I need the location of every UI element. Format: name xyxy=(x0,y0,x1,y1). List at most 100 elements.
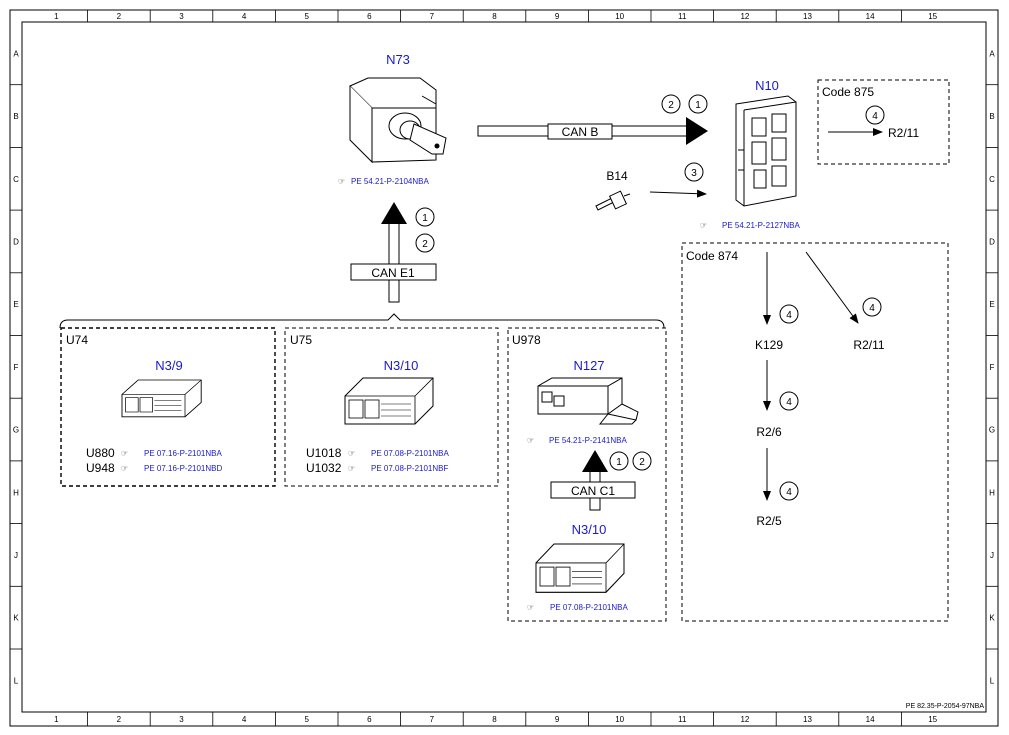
col-label-top: 11 xyxy=(678,12,687,21)
n3-10-u978-label: N3/10 xyxy=(572,522,607,537)
row-label-right: C xyxy=(989,175,995,184)
can-c1-label: CAN C1 xyxy=(571,484,615,498)
n73-ref[interactable]: PE 54.21-P-2104NBA xyxy=(351,177,429,186)
diagram-frame xyxy=(21,21,987,713)
b14-arrow xyxy=(649,189,707,198)
code-875-label: Code 875 xyxy=(822,85,874,99)
row-label-right: A xyxy=(989,49,995,58)
can-e1-line xyxy=(388,221,400,303)
step-4-circle-a xyxy=(779,304,799,324)
code-875-box xyxy=(817,79,950,165)
col-label-top: 10 xyxy=(615,12,624,21)
temperature-sensor-image xyxy=(595,190,631,211)
u1032-ref[interactable]: PE 07.08-P-2101NBF xyxy=(371,464,448,473)
u880-ref-icon: ☞ xyxy=(121,449,128,458)
step-3-circle xyxy=(684,162,704,182)
arrow-to-r2-11 xyxy=(805,251,859,324)
col-label-top: 14 xyxy=(866,12,875,21)
col-label-bottom: 4 xyxy=(242,715,247,724)
col-label-bottom: 7 xyxy=(430,715,435,724)
row-label-right: L xyxy=(990,676,995,685)
u948-ref[interactable]: PE 07.16-P-2101NBD xyxy=(144,464,222,473)
row-label-left: D xyxy=(13,237,19,246)
row-label-right: J xyxy=(990,551,994,560)
n10-label: N10 xyxy=(755,78,779,93)
col-label-top: 1 xyxy=(54,12,59,21)
col-label-bottom: 8 xyxy=(492,715,497,724)
ignition-lock-image xyxy=(349,77,447,164)
col-label-bottom: 14 xyxy=(866,715,875,724)
can-e1-box xyxy=(350,263,437,281)
step-4-label-a: 4 xyxy=(786,310,792,321)
u1018-ref-icon: ☞ xyxy=(348,449,355,458)
col-label-bottom: 12 xyxy=(740,715,749,724)
step-1b-label: 1 xyxy=(422,213,428,224)
n73-label: N73 xyxy=(386,52,410,67)
col-label-bottom: 13 xyxy=(803,715,812,724)
step-1b-circle xyxy=(415,207,435,227)
ecu-n3-10-u978-image xyxy=(535,543,625,593)
step-4-circle-b xyxy=(862,297,882,317)
col-label-bottom: 3 xyxy=(179,715,184,724)
n3-10-u978-ref[interactable]: PE 07.08-P-2101NBA xyxy=(550,603,628,612)
u1032-label: U1032 xyxy=(306,461,342,475)
col-label-top: 13 xyxy=(803,12,812,21)
row-label-right: E xyxy=(989,300,994,309)
u880-label: U880 xyxy=(86,446,115,460)
row-label-right: D xyxy=(989,237,995,246)
can-b-label: CAN B xyxy=(562,125,599,139)
u1018-ref[interactable]: PE 07.08-P-2101NBA xyxy=(371,449,449,458)
col-label-top: 4 xyxy=(242,12,247,21)
n127-ref[interactable]: PE 54.21-P-2141NBA xyxy=(549,436,627,445)
col-label-top: 3 xyxy=(179,12,184,21)
col-label-top: 12 xyxy=(740,12,749,21)
step-2c-circle xyxy=(632,451,652,471)
row-label-right: F xyxy=(990,363,995,372)
n10-ref-icon: ☞ xyxy=(700,221,707,230)
row-label-right: K xyxy=(989,614,995,623)
step-4-label-b: 4 xyxy=(869,303,875,314)
col-label-bottom: 2 xyxy=(117,715,122,724)
step-2b-label: 2 xyxy=(422,239,428,250)
row-label-left: C xyxy=(13,175,19,184)
step-4-circle-d xyxy=(779,481,799,501)
step-4-label-875: 4 xyxy=(872,111,878,122)
row-label-left: A xyxy=(13,49,19,58)
code-874-box xyxy=(681,242,949,622)
can-b-box xyxy=(547,123,613,140)
variant-brace xyxy=(59,313,665,329)
b14-label: B14 xyxy=(606,169,628,183)
grid-ticks xyxy=(10,10,998,726)
r2-6-label: R2/6 xyxy=(756,425,782,439)
u978-label: U978 xyxy=(512,333,541,347)
u75-box xyxy=(284,327,499,487)
col-label-top: 9 xyxy=(555,12,560,21)
col-label-bottom: 11 xyxy=(678,715,687,724)
n73-ref-icon: ☞ xyxy=(338,177,345,186)
step-4-circle-875 xyxy=(865,105,885,125)
page-frame xyxy=(9,9,999,727)
ecu-n3-9-image xyxy=(121,379,202,418)
u1032-ref-icon: ☞ xyxy=(348,464,355,473)
col-label-bottom: 10 xyxy=(615,715,624,724)
step-4-circle-c xyxy=(779,391,799,411)
u948-label: U948 xyxy=(86,461,115,475)
step-2-label: 2 xyxy=(668,100,674,111)
col-label-top: 6 xyxy=(367,12,372,21)
col-label-top: 7 xyxy=(430,12,435,21)
step-2b-circle xyxy=(415,233,435,253)
row-label-left: K xyxy=(13,614,19,623)
col-label-bottom: 9 xyxy=(555,715,560,724)
k129-label: K129 xyxy=(755,338,783,352)
n127-ref-icon: ☞ xyxy=(527,436,534,445)
u880-ref[interactable]: PE 07.16-P-2101NBA xyxy=(144,449,222,458)
col-label-bottom: 6 xyxy=(367,715,372,724)
col-label-bottom: 5 xyxy=(304,715,309,724)
step-4-label-d: 4 xyxy=(786,487,792,498)
step-1c-circle xyxy=(609,451,629,471)
n10-ref[interactable]: PE 54.21-P-2127NBA xyxy=(722,221,800,230)
r2-11-label: R2/11 xyxy=(853,338,884,352)
u75-label: U75 xyxy=(290,333,312,347)
col-label-top: 15 xyxy=(928,12,937,21)
